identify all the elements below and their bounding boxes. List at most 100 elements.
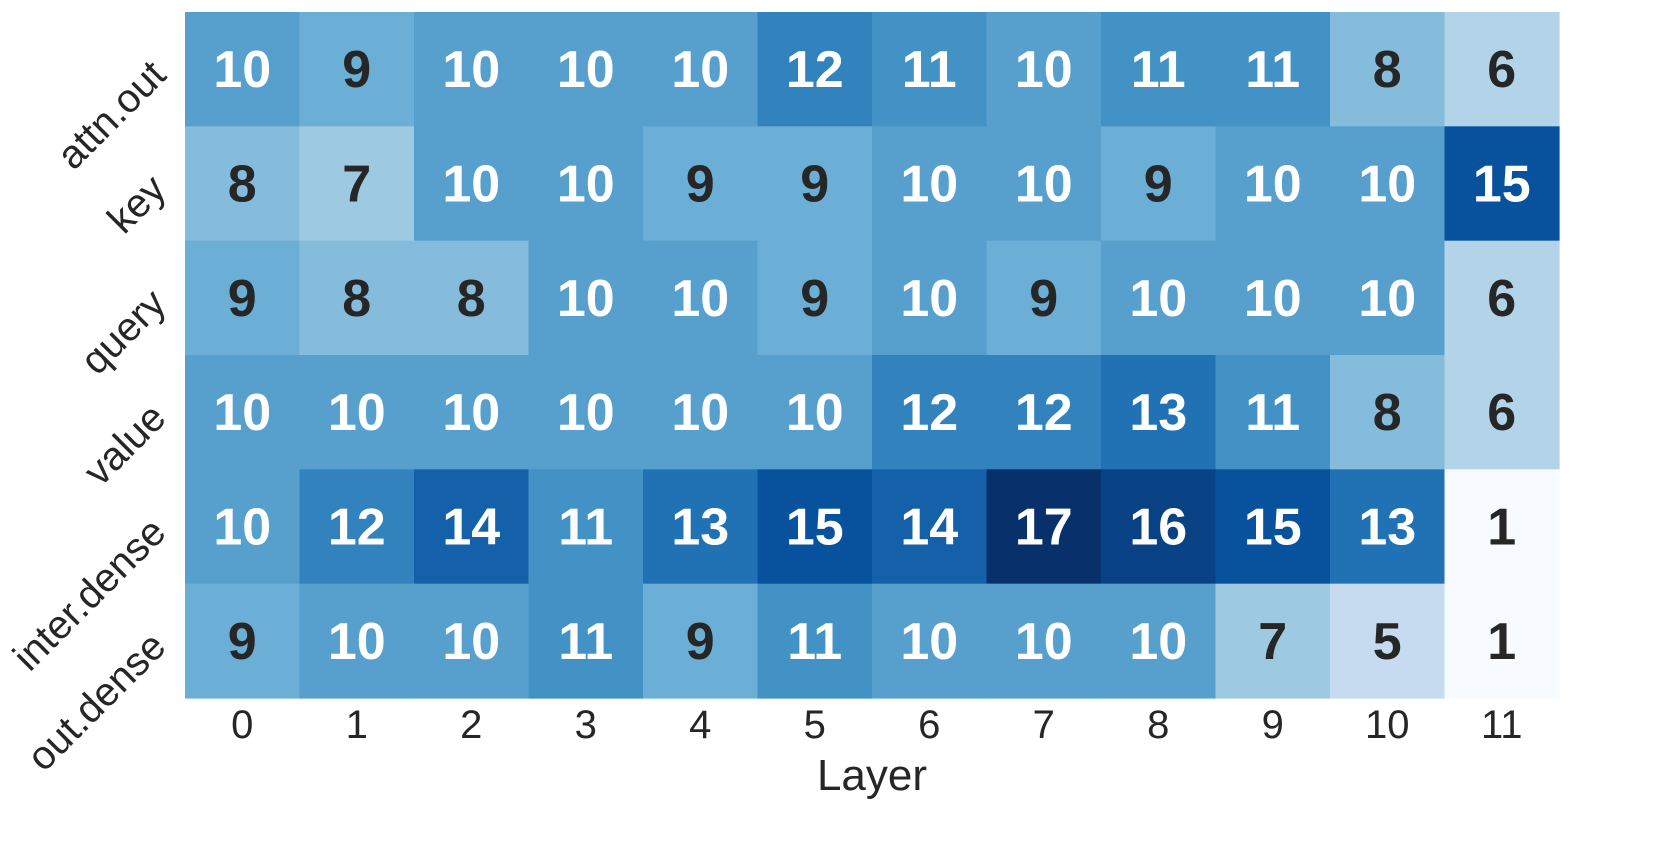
- heatmap-cell-value: 10: [1015, 41, 1073, 99]
- heatmap-cell-value: 10: [213, 41, 271, 99]
- heatmap-cell-value: 12: [900, 384, 958, 442]
- heatmap-cell-value: 10: [1358, 156, 1416, 214]
- heatmap-cell: [299, 583, 415, 699]
- heatmap-cell: [1101, 126, 1217, 242]
- heatmap-cell: [643, 583, 759, 699]
- heatmap-cell: [1215, 469, 1331, 585]
- heatmap-cell-value: 6: [1487, 384, 1516, 442]
- heatmap-cell-value: 17: [1015, 499, 1073, 557]
- heatmap-cell-value: 1: [1487, 613, 1516, 671]
- heatmap-cell-value: 10: [442, 41, 500, 99]
- heatmap-cell-value: 13: [1358, 499, 1416, 557]
- heatmap-cell-value: 8: [342, 270, 371, 328]
- x-tick-label: 2: [460, 703, 482, 747]
- heatmap-cell: [528, 469, 644, 585]
- heatmap-cell-value: 10: [328, 384, 386, 442]
- heatmap-cell-value: 10: [900, 613, 958, 671]
- heatmap-cell-value: 10: [1358, 270, 1416, 328]
- heatmap-cell: [872, 240, 988, 356]
- heatmap-cell: [1215, 355, 1331, 470]
- heatmap-cell: [1444, 12, 1560, 127]
- heatmap-cell-value: 7: [1258, 613, 1287, 671]
- heatmap-cell-value: 10: [442, 156, 500, 214]
- heatmap-cell-value: 10: [1129, 270, 1187, 328]
- x-tick-label: 5: [804, 703, 826, 747]
- heatmap-cell: [643, 126, 759, 242]
- heatmap-cell: [643, 12, 759, 127]
- heatmap-cell-value: 15: [1244, 499, 1302, 557]
- heatmap-cell-value: 11: [1245, 41, 1300, 99]
- heatmap-cell: [528, 126, 644, 242]
- heatmap-cell-value: 10: [213, 499, 271, 557]
- heatmap-cell: [986, 355, 1102, 470]
- heatmap-cell-value: 11: [558, 499, 613, 557]
- heatmap-cell: [643, 240, 759, 356]
- heatmap-cell-value: 12: [328, 499, 386, 557]
- y-tick-label: query: [72, 281, 174, 383]
- heatmap-cell: [528, 240, 644, 356]
- y-tick-label: value: [76, 395, 175, 494]
- heatmap-cell-value: 13: [1129, 384, 1187, 442]
- heatmap-cell-value: 9: [1144, 156, 1173, 214]
- heatmap-cell: [299, 469, 415, 585]
- x-axis-label: Layer: [817, 751, 927, 800]
- heatmap-cell-value: 15: [1473, 156, 1531, 214]
- heatmap-cell: [185, 469, 301, 585]
- heatmap-cell-value: 10: [900, 270, 958, 328]
- x-tick-label: 8: [1147, 703, 1169, 747]
- heatmap-cell-value: 9: [800, 156, 829, 214]
- heatmap-cell: [528, 12, 644, 127]
- heatmap-cell-value: 10: [671, 41, 729, 99]
- heatmap-cell-value: 10: [557, 41, 615, 99]
- heatmap-cell: [1330, 126, 1446, 242]
- heatmap-cell-value: 12: [1015, 384, 1073, 442]
- heatmap-cell: [757, 583, 873, 699]
- heatmap-cell: [1101, 355, 1217, 470]
- heatmap-cell: [1444, 126, 1560, 242]
- heatmap-cell: [528, 355, 644, 470]
- heatmap-cell-value: 14: [900, 499, 958, 557]
- heatmap-cell-value: 6: [1487, 270, 1516, 328]
- heatmap-cell: [1101, 12, 1217, 127]
- heatmap-cell-value: 10: [557, 384, 615, 442]
- heatmap-cell: [185, 12, 301, 127]
- heatmap-cell: [643, 355, 759, 470]
- heatmap-cell-value: 11: [1245, 384, 1300, 442]
- x-tick-label: 6: [918, 703, 940, 747]
- heatmap-cell-value: 12: [786, 41, 844, 99]
- heatmap-cell: [986, 126, 1102, 242]
- heatmap-cell-value: 8: [1373, 41, 1402, 99]
- heatmap-cell: [986, 240, 1102, 356]
- heatmap-cell-value: 16: [1129, 499, 1187, 557]
- heatmap-cell: [414, 240, 530, 356]
- heatmap-cell-value: 10: [557, 156, 615, 214]
- heatmap-cell: [185, 583, 301, 699]
- heatmap-cell: [1215, 126, 1331, 242]
- x-tick-label: 11: [1481, 703, 1523, 747]
- heatmap-cell: [1330, 12, 1446, 127]
- heatmap-cell: [1101, 583, 1217, 699]
- heatmap-cell: [414, 12, 530, 127]
- heatmap-cell: [1101, 240, 1217, 356]
- heatmap-cell-value: 10: [786, 384, 844, 442]
- heatmap-cell: [299, 355, 415, 470]
- heatmap-cell-value: 10: [900, 156, 958, 214]
- heatmap-cell-value: 10: [557, 270, 615, 328]
- heatmap-cell-value: 11: [558, 613, 613, 671]
- heatmap-cell: [643, 469, 759, 585]
- heatmap-cell-value: 6: [1487, 41, 1516, 99]
- heatmap-cell: [1330, 583, 1446, 699]
- heatmap-cell-value: 10: [1244, 156, 1302, 214]
- heatmap-cell-value: 8: [1373, 384, 1402, 442]
- heatmap-cell: [986, 12, 1102, 127]
- y-tick-label: key: [99, 167, 174, 242]
- heatmap-cell: [757, 12, 873, 127]
- heatmap-cell-value: 11: [787, 613, 842, 671]
- heatmap-cell-value: 10: [328, 613, 386, 671]
- heatmap-cell: [1215, 240, 1331, 356]
- heatmap-cell-value: 15: [786, 499, 844, 557]
- heatmap-cell: [414, 469, 530, 585]
